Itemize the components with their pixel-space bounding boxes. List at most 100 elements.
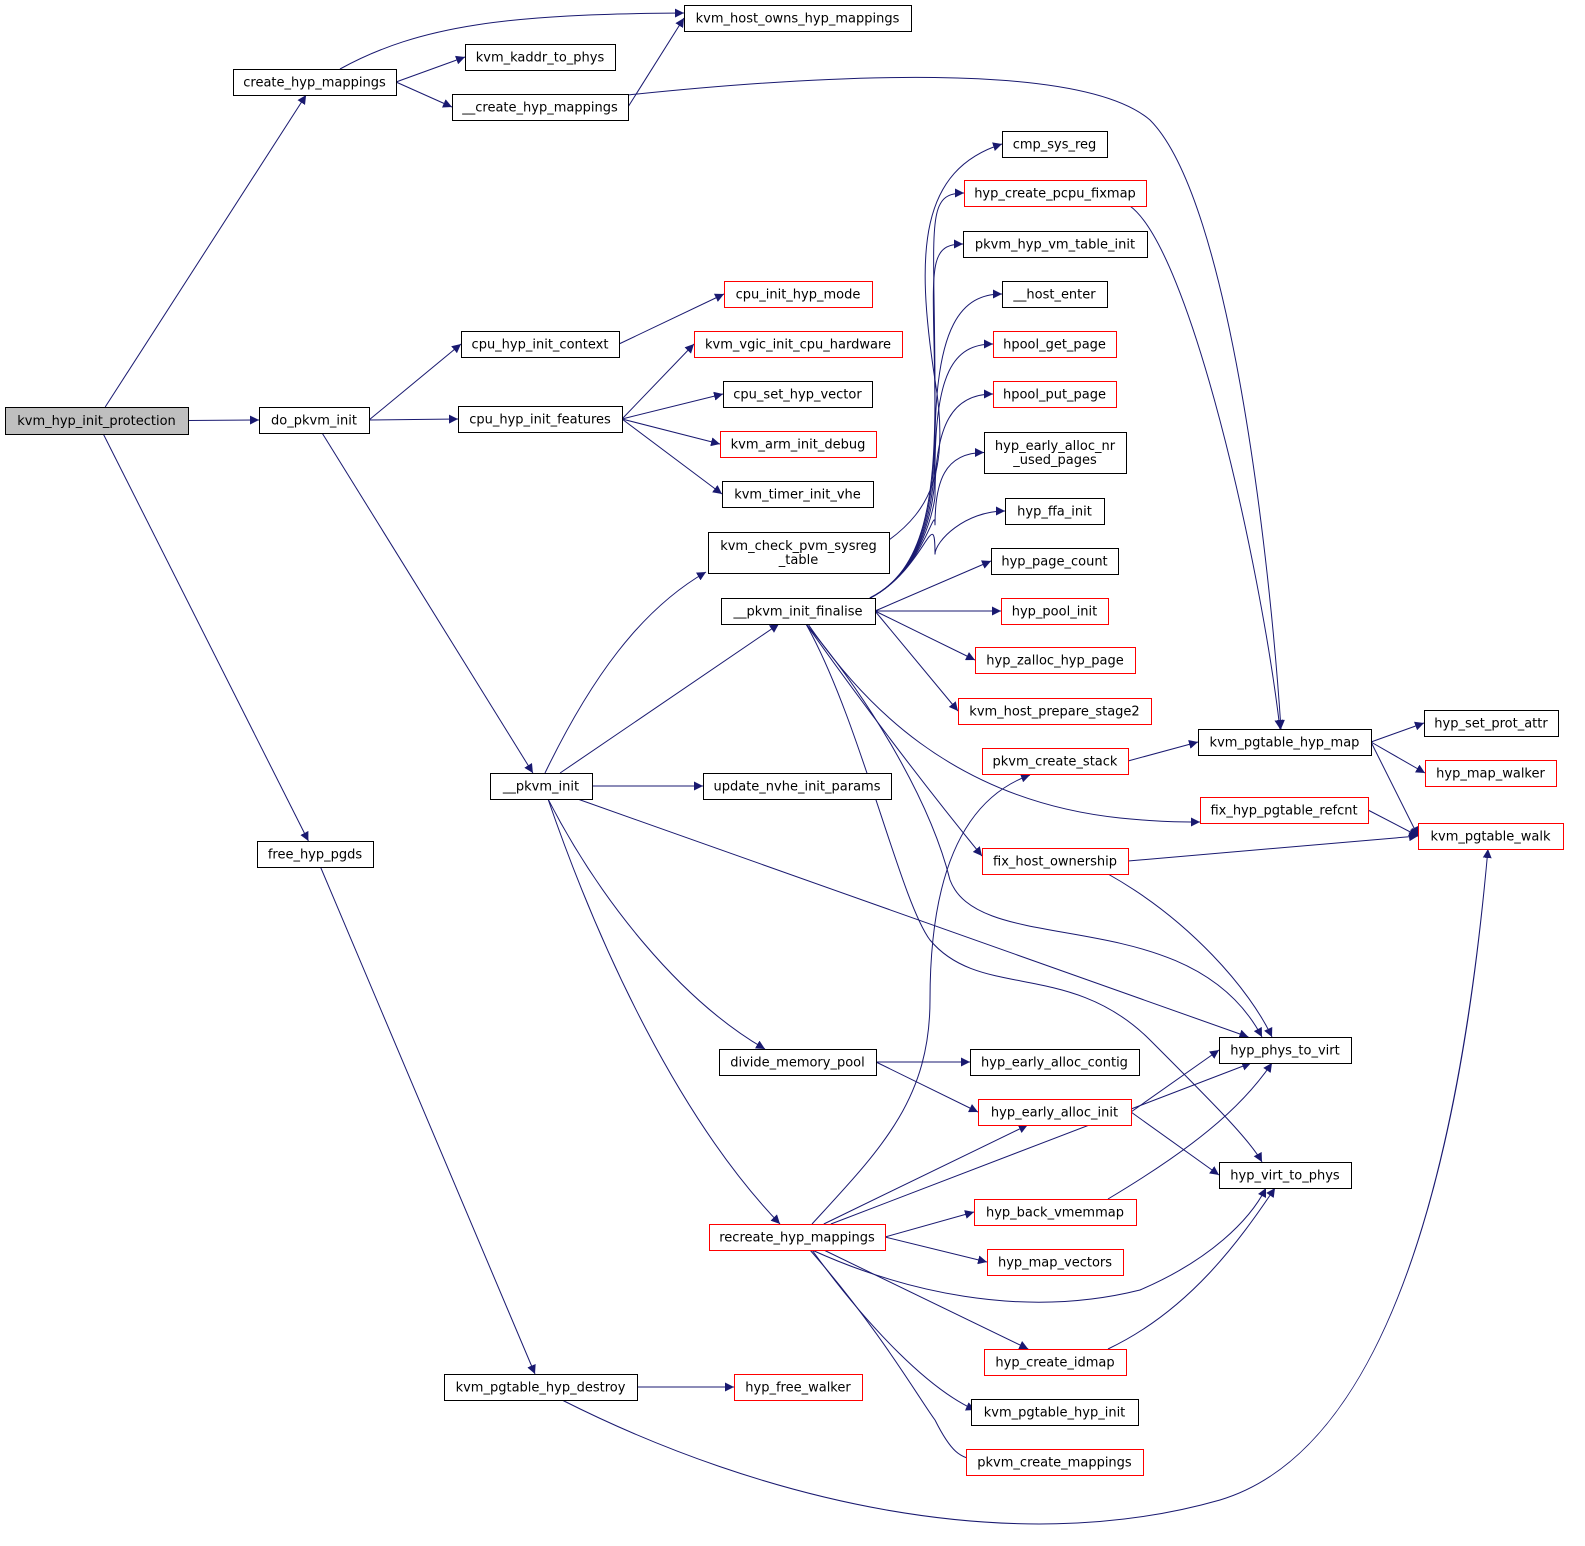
- node-free_hyp_pgds[interactable]: free_hyp_pgds: [257, 841, 374, 868]
- node-kvm_host_prepare_stage2[interactable]: kvm_host_prepare_stage2: [958, 698, 1152, 725]
- edge-__pkvm_init_finalise-to-hyp_phys_to_virt: [805, 623, 1263, 1038]
- node-hyp_map_walker[interactable]: hyp_map_walker: [1425, 760, 1557, 787]
- edge-__pkvm_init_finalise-to-kvm_host_prepare_stage2: [874, 610, 959, 712]
- node-label: kvm_check_pvm_sysreg: [720, 539, 877, 554]
- node-fix_hyp_pgtable_refcnt[interactable]: fix_hyp_pgtable_refcnt: [1200, 797, 1369, 824]
- node-recreate_hyp_mappings[interactable]: recreate_hyp_mappings: [709, 1224, 886, 1251]
- node-box: [490, 773, 593, 800]
- node-label: __create_hyp_mappings: [461, 101, 618, 116]
- node-hyp_page_count[interactable]: hyp_page_count: [991, 548, 1119, 575]
- node-box: [982, 748, 1129, 775]
- node-label: hyp_create_pcpu_fixmap: [974, 187, 1136, 202]
- node-kvm_check_pvm_sysreg_table[interactable]: kvm_check_pvm_sysreg_table: [708, 532, 890, 574]
- node-label: __pkvm_init: [502, 780, 579, 795]
- node-hyp_create_idmap[interactable]: hyp_create_idmap: [984, 1349, 1127, 1376]
- node-box: [5, 407, 189, 435]
- edge-__pkvm_init-to-divide_memory_pool: [547, 798, 766, 1050]
- node-box: [1219, 1037, 1352, 1064]
- node-pkvm_create_stack[interactable]: pkvm_create_stack: [982, 748, 1129, 775]
- node-__pkvm_init_finalise[interactable]: __pkvm_init_finalise: [721, 598, 876, 625]
- node-hyp_back_vmemmap[interactable]: hyp_back_vmemmap: [974, 1199, 1137, 1226]
- node-kvm_pgtable_walk[interactable]: kvm_pgtable_walk: [1418, 823, 1564, 850]
- edge-pkvm_create_stack-to-kvm_pgtable_hyp_map: [1127, 740, 1199, 762]
- node-cpu_init_hyp_mode[interactable]: cpu_init_hyp_mode: [724, 281, 873, 308]
- node-box: [1219, 1162, 1352, 1189]
- node-hyp_phys_to_virt[interactable]: hyp_phys_to_virt: [1219, 1037, 1352, 1064]
- edge-__pkvm_init-to-__pkvm_init_finalise: [559, 623, 780, 774]
- node-label: create_hyp_mappings: [243, 76, 386, 91]
- edge-recreate_hyp_mappings-to-pkvm_create_mappings: [809, 1249, 981, 1465]
- edge-__pkvm_init-to-hyp_phys_to_virt: [577, 798, 1249, 1039]
- node-hyp_early_alloc_init[interactable]: hyp_early_alloc_init: [978, 1099, 1132, 1126]
- node-pkvm_create_mappings[interactable]: pkvm_create_mappings: [966, 1449, 1144, 1476]
- node-box: [963, 231, 1148, 258]
- node-cpu_hyp_init_context[interactable]: cpu_hyp_init_context: [461, 331, 620, 358]
- node-hyp_pool_init[interactable]: hyp_pool_init: [1001, 598, 1109, 625]
- node-hyp_create_pcpu_fixmap[interactable]: hyp_create_pcpu_fixmap: [964, 180, 1147, 207]
- node-kvm_host_owns_hyp_mappings[interactable]: kvm_host_owns_hyp_mappings: [684, 5, 912, 32]
- node-label: kvm_host_prepare_stage2: [969, 705, 1139, 720]
- node-hyp_zalloc_hyp_page[interactable]: hyp_zalloc_hyp_page: [975, 647, 1136, 674]
- edge-kvm_pgtable_hyp_destroy-to-kvm_pgtable_walk: [561, 848, 1492, 1525]
- edge-kvm_pgtable_hyp_map-to-hyp_set_prot_attr: [1370, 721, 1425, 743]
- node-label: cpu_hyp_init_features: [469, 413, 611, 428]
- node-hyp_virt_to_phys[interactable]: hyp_virt_to_phys: [1219, 1162, 1352, 1189]
- node-update_nvhe_init_params[interactable]: update_nvhe_init_params: [703, 773, 892, 800]
- node-hyp_early_alloc_nr_used_pages[interactable]: hyp_early_alloc_nr_used_pages: [984, 432, 1127, 474]
- edge-create_hyp_mappings-to-kvm_kaddr_to_phys: [395, 55, 466, 83]
- node-hyp_ffa_init[interactable]: hyp_ffa_init: [1005, 498, 1105, 525]
- node-kvm_pgtable_hyp_init[interactable]: kvm_pgtable_hyp_init: [971, 1399, 1139, 1426]
- node-kvm_vgic_init_cpu_hardware[interactable]: kvm_vgic_init_cpu_hardware: [694, 331, 903, 358]
- node-kvm_arm_init_debug[interactable]: kvm_arm_init_debug: [720, 431, 877, 458]
- edge-__pkvm_init_finalise-to-fix_host_ownership: [805, 623, 983, 857]
- edge-kvm_check_pvm_sysreg_table-to-cmp_sys_reg: [888, 142, 1003, 541]
- node-divide_memory_pool[interactable]: divide_memory_pool: [719, 1049, 877, 1076]
- edge-__pkvm_init_finalise-to-hpool_get_page: [869, 339, 994, 599]
- node-box: [984, 432, 1127, 474]
- node-box: [982, 848, 1129, 875]
- node-box: [723, 381, 873, 408]
- node-hyp_early_alloc_contig[interactable]: hyp_early_alloc_contig: [970, 1049, 1140, 1076]
- node-hpool_put_page[interactable]: hpool_put_page: [993, 381, 1117, 408]
- node-fix_host_ownership[interactable]: fix_host_ownership: [982, 848, 1129, 875]
- edge-free_hyp_pgds-to-kvm_pgtable_hyp_destroy: [320, 866, 536, 1375]
- node-cpu_set_hyp_vector[interactable]: cpu_set_hyp_vector: [723, 381, 873, 408]
- node-label: _used_pages: [1012, 453, 1097, 468]
- edge-create_hyp_mappings-to-__create_hyp_mappings: [395, 81, 453, 108]
- node-label: kvm_host_owns_hyp_mappings: [696, 12, 900, 27]
- edge-do_pkvm_init-to-cpu_hyp_init_context: [368, 343, 462, 421]
- edges-layer: [102, 8, 1492, 1525]
- node-kvm_kaddr_to_phys[interactable]: kvm_kaddr_to_phys: [465, 44, 616, 71]
- node-kvm_timer_init_vhe[interactable]: kvm_timer_init_vhe: [722, 481, 874, 508]
- node-label: hyp_phys_to_virt: [1230, 1044, 1339, 1059]
- node-label: hyp_map_walker: [1436, 767, 1545, 782]
- node-label: kvm_pgtable_hyp_init: [984, 1406, 1126, 1421]
- node-pkvm_hyp_vm_table_init[interactable]: pkvm_hyp_vm_table_init: [963, 231, 1148, 258]
- node-label: kvm_pgtable_walk: [1430, 830, 1551, 845]
- node-box: [1002, 281, 1108, 308]
- node-box: [709, 1224, 886, 1251]
- node-label: fix_host_ownership: [993, 855, 1117, 870]
- edge-create_hyp_mappings-to-kvm_host_owns_hyp_mappings: [339, 8, 685, 70]
- node-box: [719, 1049, 877, 1076]
- node-__pkvm_init[interactable]: __pkvm_init: [490, 773, 593, 800]
- node-hyp_map_vectors[interactable]: hyp_map_vectors: [987, 1249, 1124, 1276]
- node-cmp_sys_reg[interactable]: cmp_sys_reg: [1002, 131, 1108, 158]
- node-kvm_pgtable_hyp_map[interactable]: kvm_pgtable_hyp_map: [1198, 729, 1372, 756]
- edge-do_pkvm_init-to-__pkvm_init: [321, 432, 534, 774]
- edge-fix_host_ownership-to-kvm_pgtable_walk: [1127, 832, 1419, 862]
- node-__host_enter[interactable]: __host_enter: [1002, 281, 1108, 308]
- node-root[interactable]: kvm_hyp_init_protection: [5, 407, 189, 435]
- node-hyp_free_walker[interactable]: hyp_free_walker: [734, 1374, 863, 1401]
- node-kvm_pgtable_hyp_destroy[interactable]: kvm_pgtable_hyp_destroy: [444, 1374, 638, 1401]
- node-do_pkvm_init[interactable]: do_pkvm_init: [259, 407, 370, 434]
- node-__create_hyp_mappings[interactable]: __create_hyp_mappings: [452, 94, 629, 121]
- node-box: [724, 281, 873, 308]
- node-cpu_hyp_init_features[interactable]: cpu_hyp_init_features: [458, 406, 623, 433]
- node-create_hyp_mappings[interactable]: create_hyp_mappings: [233, 69, 397, 96]
- node-hpool_get_page[interactable]: hpool_get_page: [993, 331, 1117, 358]
- node-hyp_set_prot_attr[interactable]: hyp_set_prot_attr: [1424, 710, 1559, 737]
- node-box: [1001, 598, 1109, 625]
- node-label: hyp_free_walker: [745, 1381, 851, 1396]
